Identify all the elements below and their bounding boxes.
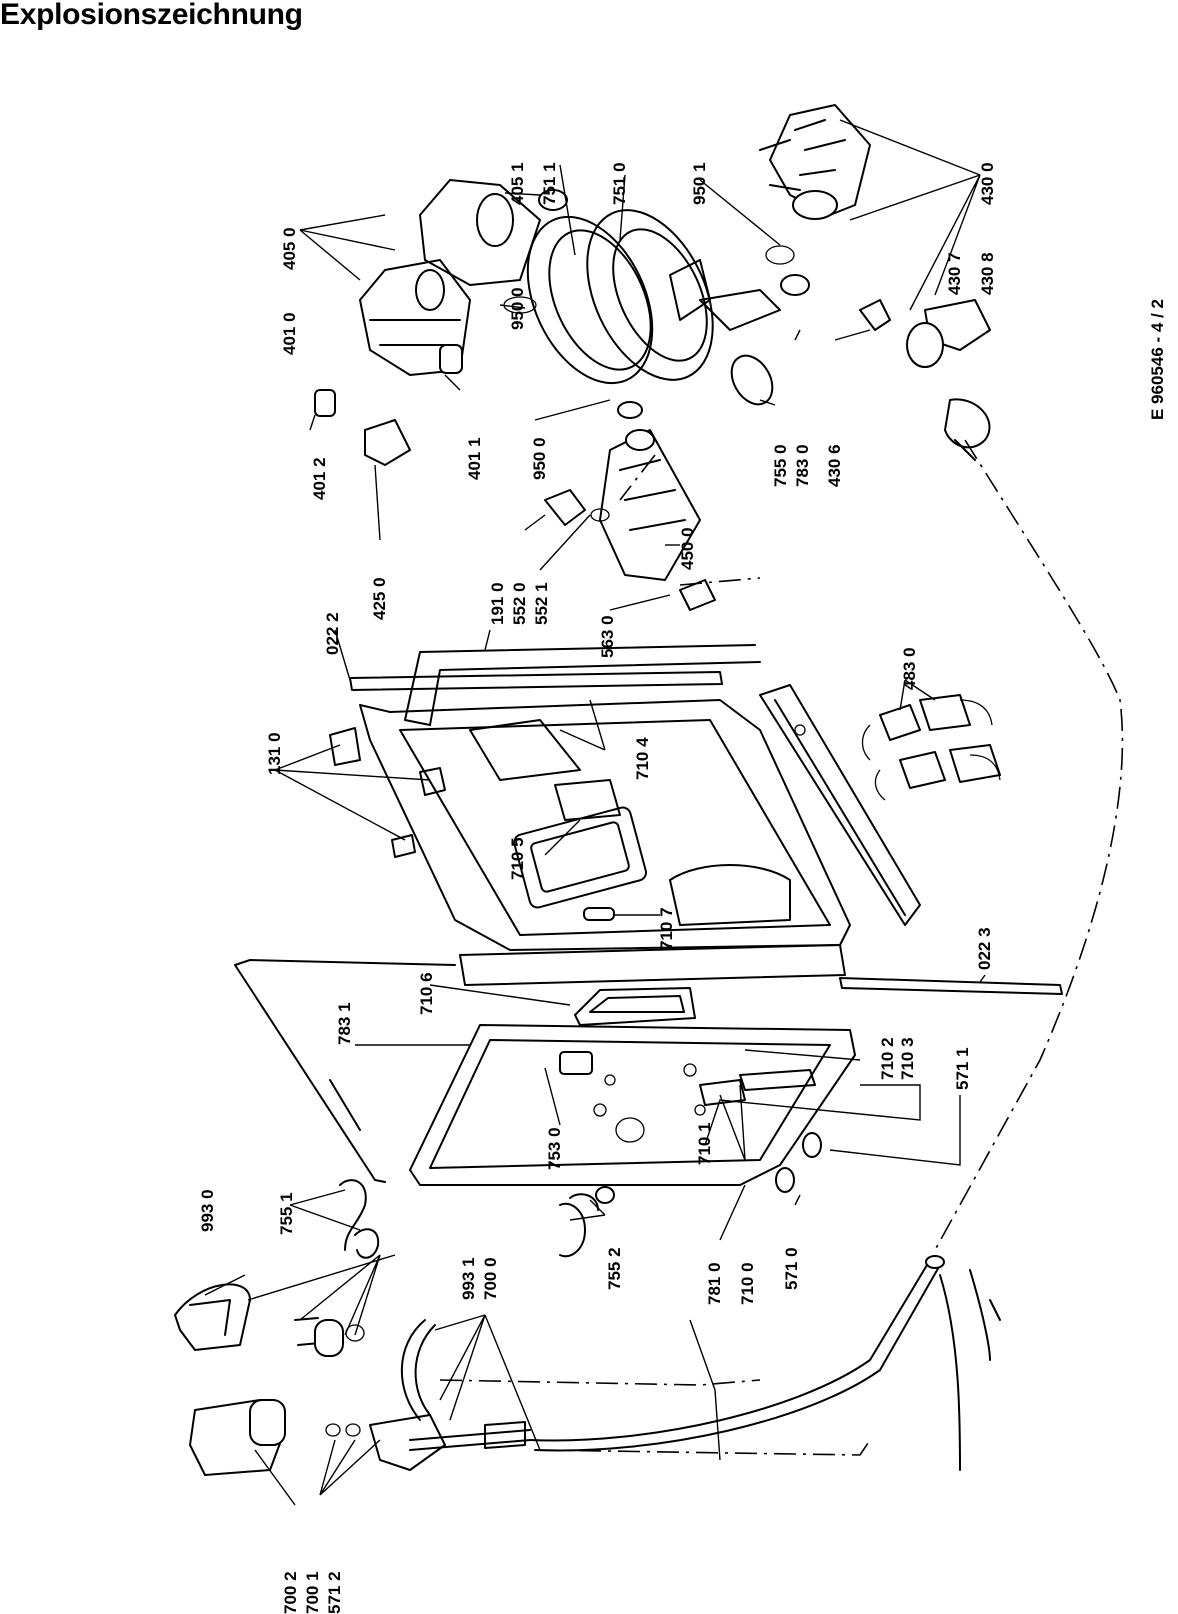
- motor-unit: [759, 104, 871, 220]
- part-labels: 405 0 405 1 751 1 751 0 950 1 430 0 401 …: [198, 162, 997, 1614]
- page-title: Explosionszeichnung: [0, 0, 303, 31]
- label-022-3: 022 3: [975, 927, 994, 970]
- label-751-0: 751 0: [610, 162, 629, 205]
- label-950-1: 950 1: [690, 162, 709, 205]
- label-405-0: 405 0: [280, 227, 299, 270]
- label-993-0: 993 0: [198, 1189, 217, 1232]
- label-710-7: 710 7: [657, 907, 676, 950]
- leader-lines: [204, 119, 986, 1506]
- label-783-0: 783 0: [793, 444, 812, 487]
- label-783-1: 783 1: [335, 1002, 354, 1045]
- water-softener: [544, 401, 716, 611]
- label-755-1: 755 1: [277, 1192, 296, 1235]
- label-401-1: 401 1: [465, 437, 484, 480]
- pump-cover: [419, 179, 568, 314]
- label-751-1: 751 1: [540, 162, 559, 205]
- label-401-0: 401 0: [280, 312, 299, 355]
- label-405-1: 405 1: [508, 162, 527, 205]
- label-700-1: 700 1: [303, 1571, 322, 1614]
- connector-blocks: [861, 694, 1001, 801]
- sump-filter-housing: [314, 259, 471, 417]
- label-781-0: 781 0: [705, 1262, 724, 1305]
- label-552-0: 552 0: [510, 582, 529, 625]
- label-430-0: 430 0: [978, 162, 997, 205]
- drain-pump-ring: [765, 245, 991, 461]
- label-571-1: 571 1: [953, 1047, 972, 1090]
- label-710-0: 710 0: [738, 1262, 757, 1305]
- label-483-0: 483 0: [900, 647, 919, 690]
- label-753-0: 753 0: [545, 1127, 564, 1170]
- label-700-2: 700 2: [281, 1571, 300, 1614]
- inlet-hose: [400, 1255, 1001, 1471]
- label-700-0: 700 0: [481, 1257, 500, 1300]
- label-710-3: 710 3: [898, 1037, 917, 1080]
- document-code: E 960546 - 4 / 2: [1148, 299, 1167, 420]
- side-seal-strip: [839, 977, 1063, 995]
- door-hinges: [595, 1132, 822, 1204]
- label-430-8: 430 8: [978, 252, 997, 295]
- label-425-0: 425 0: [370, 577, 389, 620]
- wash-tub: [329, 699, 851, 986]
- gasket-strip: [349, 671, 723, 691]
- label-710-5: 710 5: [508, 837, 527, 880]
- label-710-2: 710 2: [878, 1037, 897, 1080]
- label-710-1: 710 1: [695, 1122, 714, 1165]
- heater-element: [404, 644, 761, 726]
- label-191-0: 191 0: [488, 582, 507, 625]
- label-755-2: 755 2: [605, 1247, 624, 1290]
- label-755-0: 755 0: [771, 444, 790, 487]
- label-430-7: 430 7: [945, 252, 964, 295]
- label-993-1: 993 1: [459, 1257, 478, 1300]
- label-950-0a: 950 0: [508, 287, 527, 330]
- label-450-0: 450 0: [678, 527, 697, 570]
- door-inner-seal: [574, 987, 696, 1026]
- tub-side-rail: [759, 684, 921, 926]
- routing-lines: [439, 439, 1124, 1456]
- label-563-0: 563 0: [598, 615, 617, 658]
- door-outer-frame: [234, 959, 456, 1183]
- label-950-0b: 950 0: [530, 437, 549, 480]
- circulation-pump-housing: [526, 209, 810, 406]
- label-131-0: 131 0: [265, 732, 284, 775]
- drain-hoses: [174, 1179, 599, 1357]
- door-panel: [409, 1024, 856, 1186]
- level-switch: [364, 419, 411, 466]
- label-401-2: 401 2: [310, 457, 329, 500]
- aquastop-valve: [189, 1399, 531, 1476]
- label-710-6: 710 6: [417, 972, 436, 1015]
- label-430-6: 430 6: [825, 444, 844, 487]
- label-022-2: 022 2: [323, 612, 342, 655]
- label-552-1: 552 1: [532, 582, 551, 625]
- label-571-2: 571 2: [325, 1571, 344, 1614]
- label-571-0: 571 0: [782, 1247, 801, 1290]
- label-710-4: 710 4: [633, 737, 652, 780]
